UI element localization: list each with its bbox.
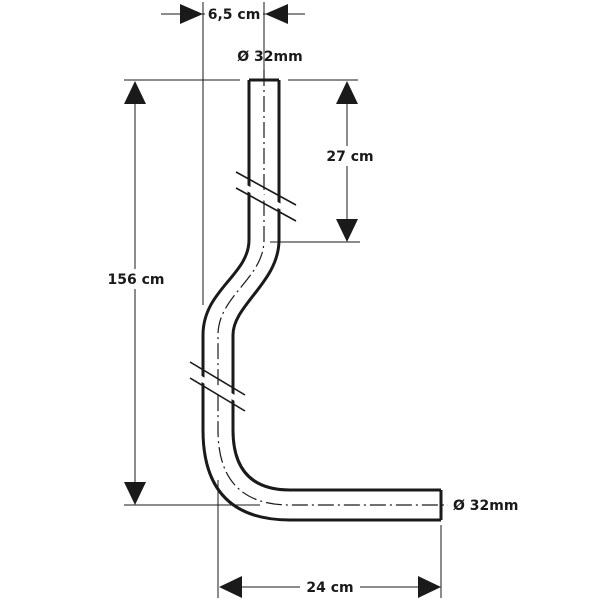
offset-label: 6,5 cm bbox=[208, 7, 261, 23]
diameter-top-label: Ø 32mm bbox=[237, 49, 302, 65]
arrow-outlet-left bbox=[219, 576, 242, 598]
arrow-offset-left bbox=[180, 4, 203, 24]
break-mark-lower-a bbox=[189, 361, 246, 396]
break-mark-upper-b bbox=[235, 187, 297, 222]
pipe-left-wall bbox=[201, 80, 441, 522]
arrow-offset-right bbox=[265, 4, 288, 24]
break-mark-upper-a bbox=[235, 171, 297, 206]
arrow-top-length-bottom bbox=[336, 219, 358, 242]
arrow-height-bottom bbox=[124, 482, 146, 505]
pipe-right-wall bbox=[231, 80, 441, 492]
dimension-lines bbox=[124, 2, 442, 598]
arrowheads bbox=[124, 4, 441, 598]
arrow-height-top bbox=[124, 81, 146, 104]
break-mark-lower-b bbox=[189, 377, 246, 412]
arrow-top-length-top bbox=[336, 81, 358, 104]
arrow-outlet-right bbox=[418, 576, 441, 598]
total-height-label: 156 cm bbox=[108, 272, 165, 288]
outlet-length-label: 24 cm bbox=[306, 580, 353, 596]
diameter-outlet-label: Ø 32mm bbox=[453, 498, 518, 514]
break-marks bbox=[189, 171, 297, 412]
top-length-label: 27 cm bbox=[326, 149, 373, 165]
pipe-centerline bbox=[217, 70, 448, 506]
